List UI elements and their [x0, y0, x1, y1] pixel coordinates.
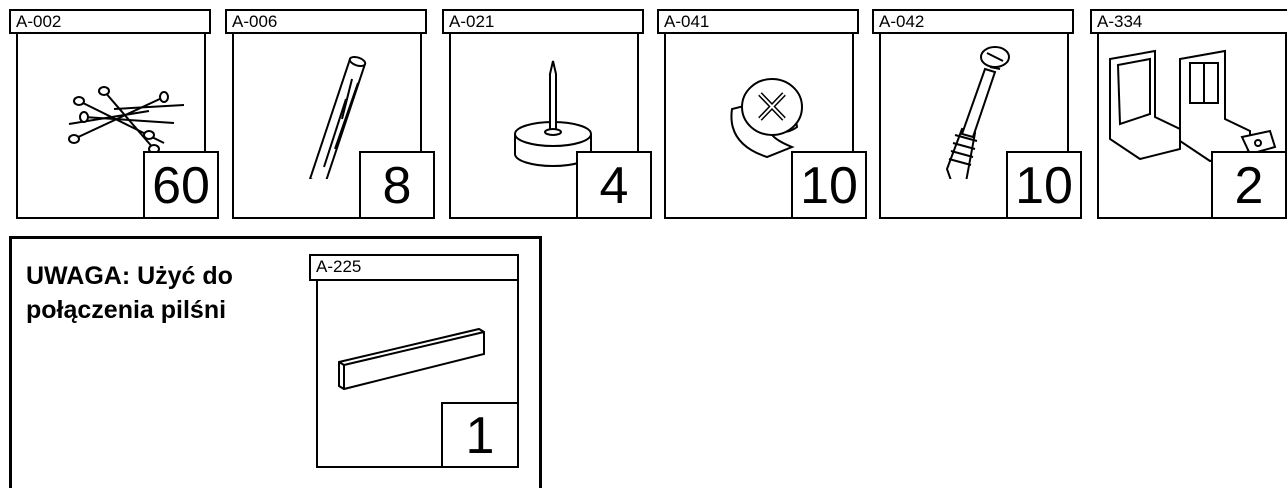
note-text: UWAGA: Użyć do połączenia pilśni — [26, 259, 296, 327]
part-card-a-334: A-334 2 — [1090, 9, 1287, 219]
part-code: A-006 — [225, 9, 427, 34]
part-code: A-334 — [1090, 9, 1287, 34]
part-code: A-002 — [9, 9, 211, 34]
part-card-a-002: A-002 60 — [9, 9, 219, 219]
quantity-box: 2 — [1211, 151, 1287, 219]
part-code: A-021 — [442, 9, 644, 34]
part-code: A-041 — [657, 9, 859, 34]
quantity-box: 8 — [359, 151, 435, 219]
part-code: A-042 — [872, 9, 1074, 34]
quantity-box: 1 — [441, 402, 519, 468]
quantity-box: 4 — [576, 151, 652, 219]
quantity-box: 10 — [1006, 151, 1082, 219]
quantity-box: 60 — [143, 151, 219, 219]
wooden-strip-icon — [334, 314, 504, 404]
part-card-a-006: A-006 8 — [225, 9, 435, 219]
part-card-a-021: A-021 4 — [442, 9, 652, 219]
part-code: A-225 — [309, 254, 519, 281]
part-card-a-225: A-225 1 — [309, 254, 519, 468]
part-card-a-042: A-042 10 — [872, 9, 1082, 219]
part-card-a-041: A-041 10 — [657, 9, 867, 219]
quantity-box: 10 — [791, 151, 867, 219]
